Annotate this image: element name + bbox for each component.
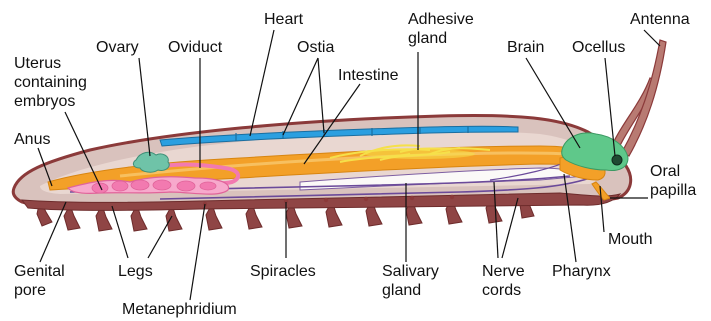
label-intestine: Intestine: [338, 67, 399, 84]
label-ovary: Ovary: [96, 39, 139, 56]
label-oral-papilla: Oral papilla: [650, 163, 696, 199]
label-pharynx: Pharynx: [552, 263, 611, 280]
label-ocellus: Ocellus: [572, 39, 625, 56]
label-salivary-gland: Salivary gland: [382, 263, 443, 299]
label-metanephridium: Metanephridium: [122, 301, 237, 318]
label-uterus: Uterus containing embryos: [14, 55, 91, 110]
label-antenna: Antenna: [630, 11, 690, 28]
label-anus: Anus: [14, 131, 50, 148]
label-heart: Heart: [264, 11, 304, 28]
label-oviduct: Oviduct: [168, 39, 223, 56]
label-ostia: Ostia: [297, 39, 334, 56]
label-nerve-cords: Nerve cords: [482, 263, 529, 299]
label-spiracles: Spiracles: [250, 263, 316, 280]
label-brain: Brain: [507, 39, 544, 56]
label-adhesive-gland: Adhesive gland: [408, 11, 478, 47]
label-legs: Legs: [118, 263, 153, 280]
adhesive-gland-body: [365, 149, 475, 159]
label-genital-pore: Genital pore: [14, 263, 69, 299]
ocellus-dot: [612, 155, 622, 165]
label-mouth: Mouth: [608, 231, 652, 248]
